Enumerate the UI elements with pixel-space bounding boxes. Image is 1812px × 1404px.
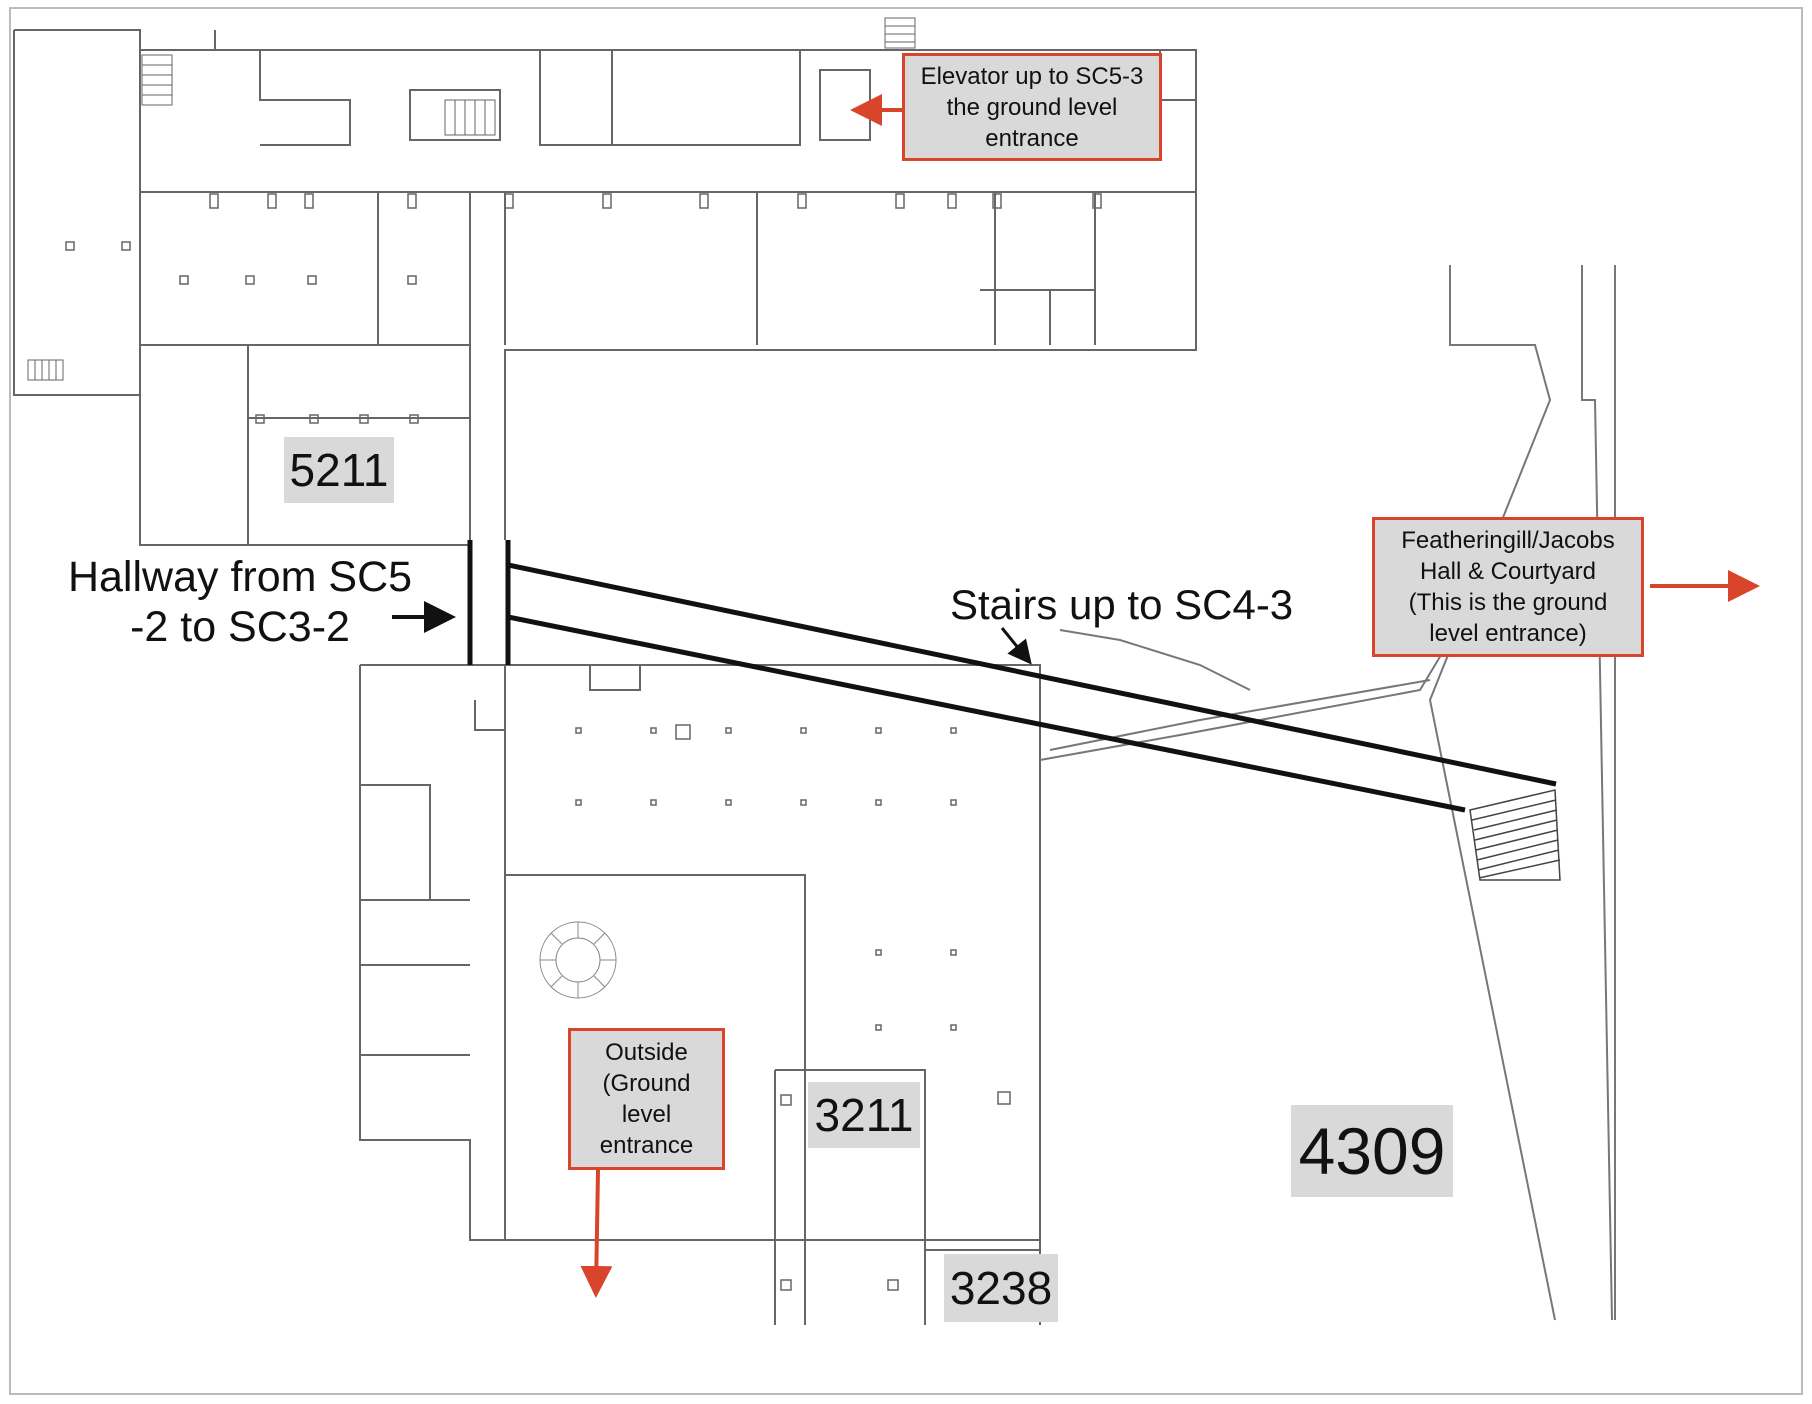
- spiral-stair: [539, 921, 617, 999]
- featheringill-callout: Featheringill/Jacobs Hall & Courtyard (T…: [1372, 517, 1644, 657]
- lower-building-columns: [575, 724, 1011, 1291]
- elevator-callout: Elevator up to SC5-3 the ground level en…: [902, 53, 1162, 161]
- right-stairs: [1469, 789, 1561, 881]
- room-4309-tag: 4309: [1291, 1105, 1453, 1197]
- upper-building-walls: [13, 29, 1197, 546]
- upper-building-columns: [65, 193, 1102, 424]
- room-3211-tag: 3211: [808, 1082, 920, 1148]
- map-border: [9, 7, 1803, 1395]
- stairs-pointer-arrow: [1000, 627, 1032, 665]
- lower-building-walls: [359, 664, 1041, 1325]
- room-5211-tag: 5211: [284, 437, 394, 503]
- stairs-label: Stairs up to SC4-3: [950, 581, 1294, 628]
- right-building-walls: [1039, 265, 1616, 1321]
- outside-arrow: [580, 1169, 613, 1298]
- hallway-connector: [467, 540, 1557, 813]
- outside-callout: Outside (Ground level entrance: [568, 1028, 725, 1170]
- upper-stairs: [27, 17, 916, 381]
- room-3238-tag: 3238: [944, 1254, 1058, 1322]
- hallway-label: Hallway from SC5 -2 to SC3-2: [67, 553, 413, 651]
